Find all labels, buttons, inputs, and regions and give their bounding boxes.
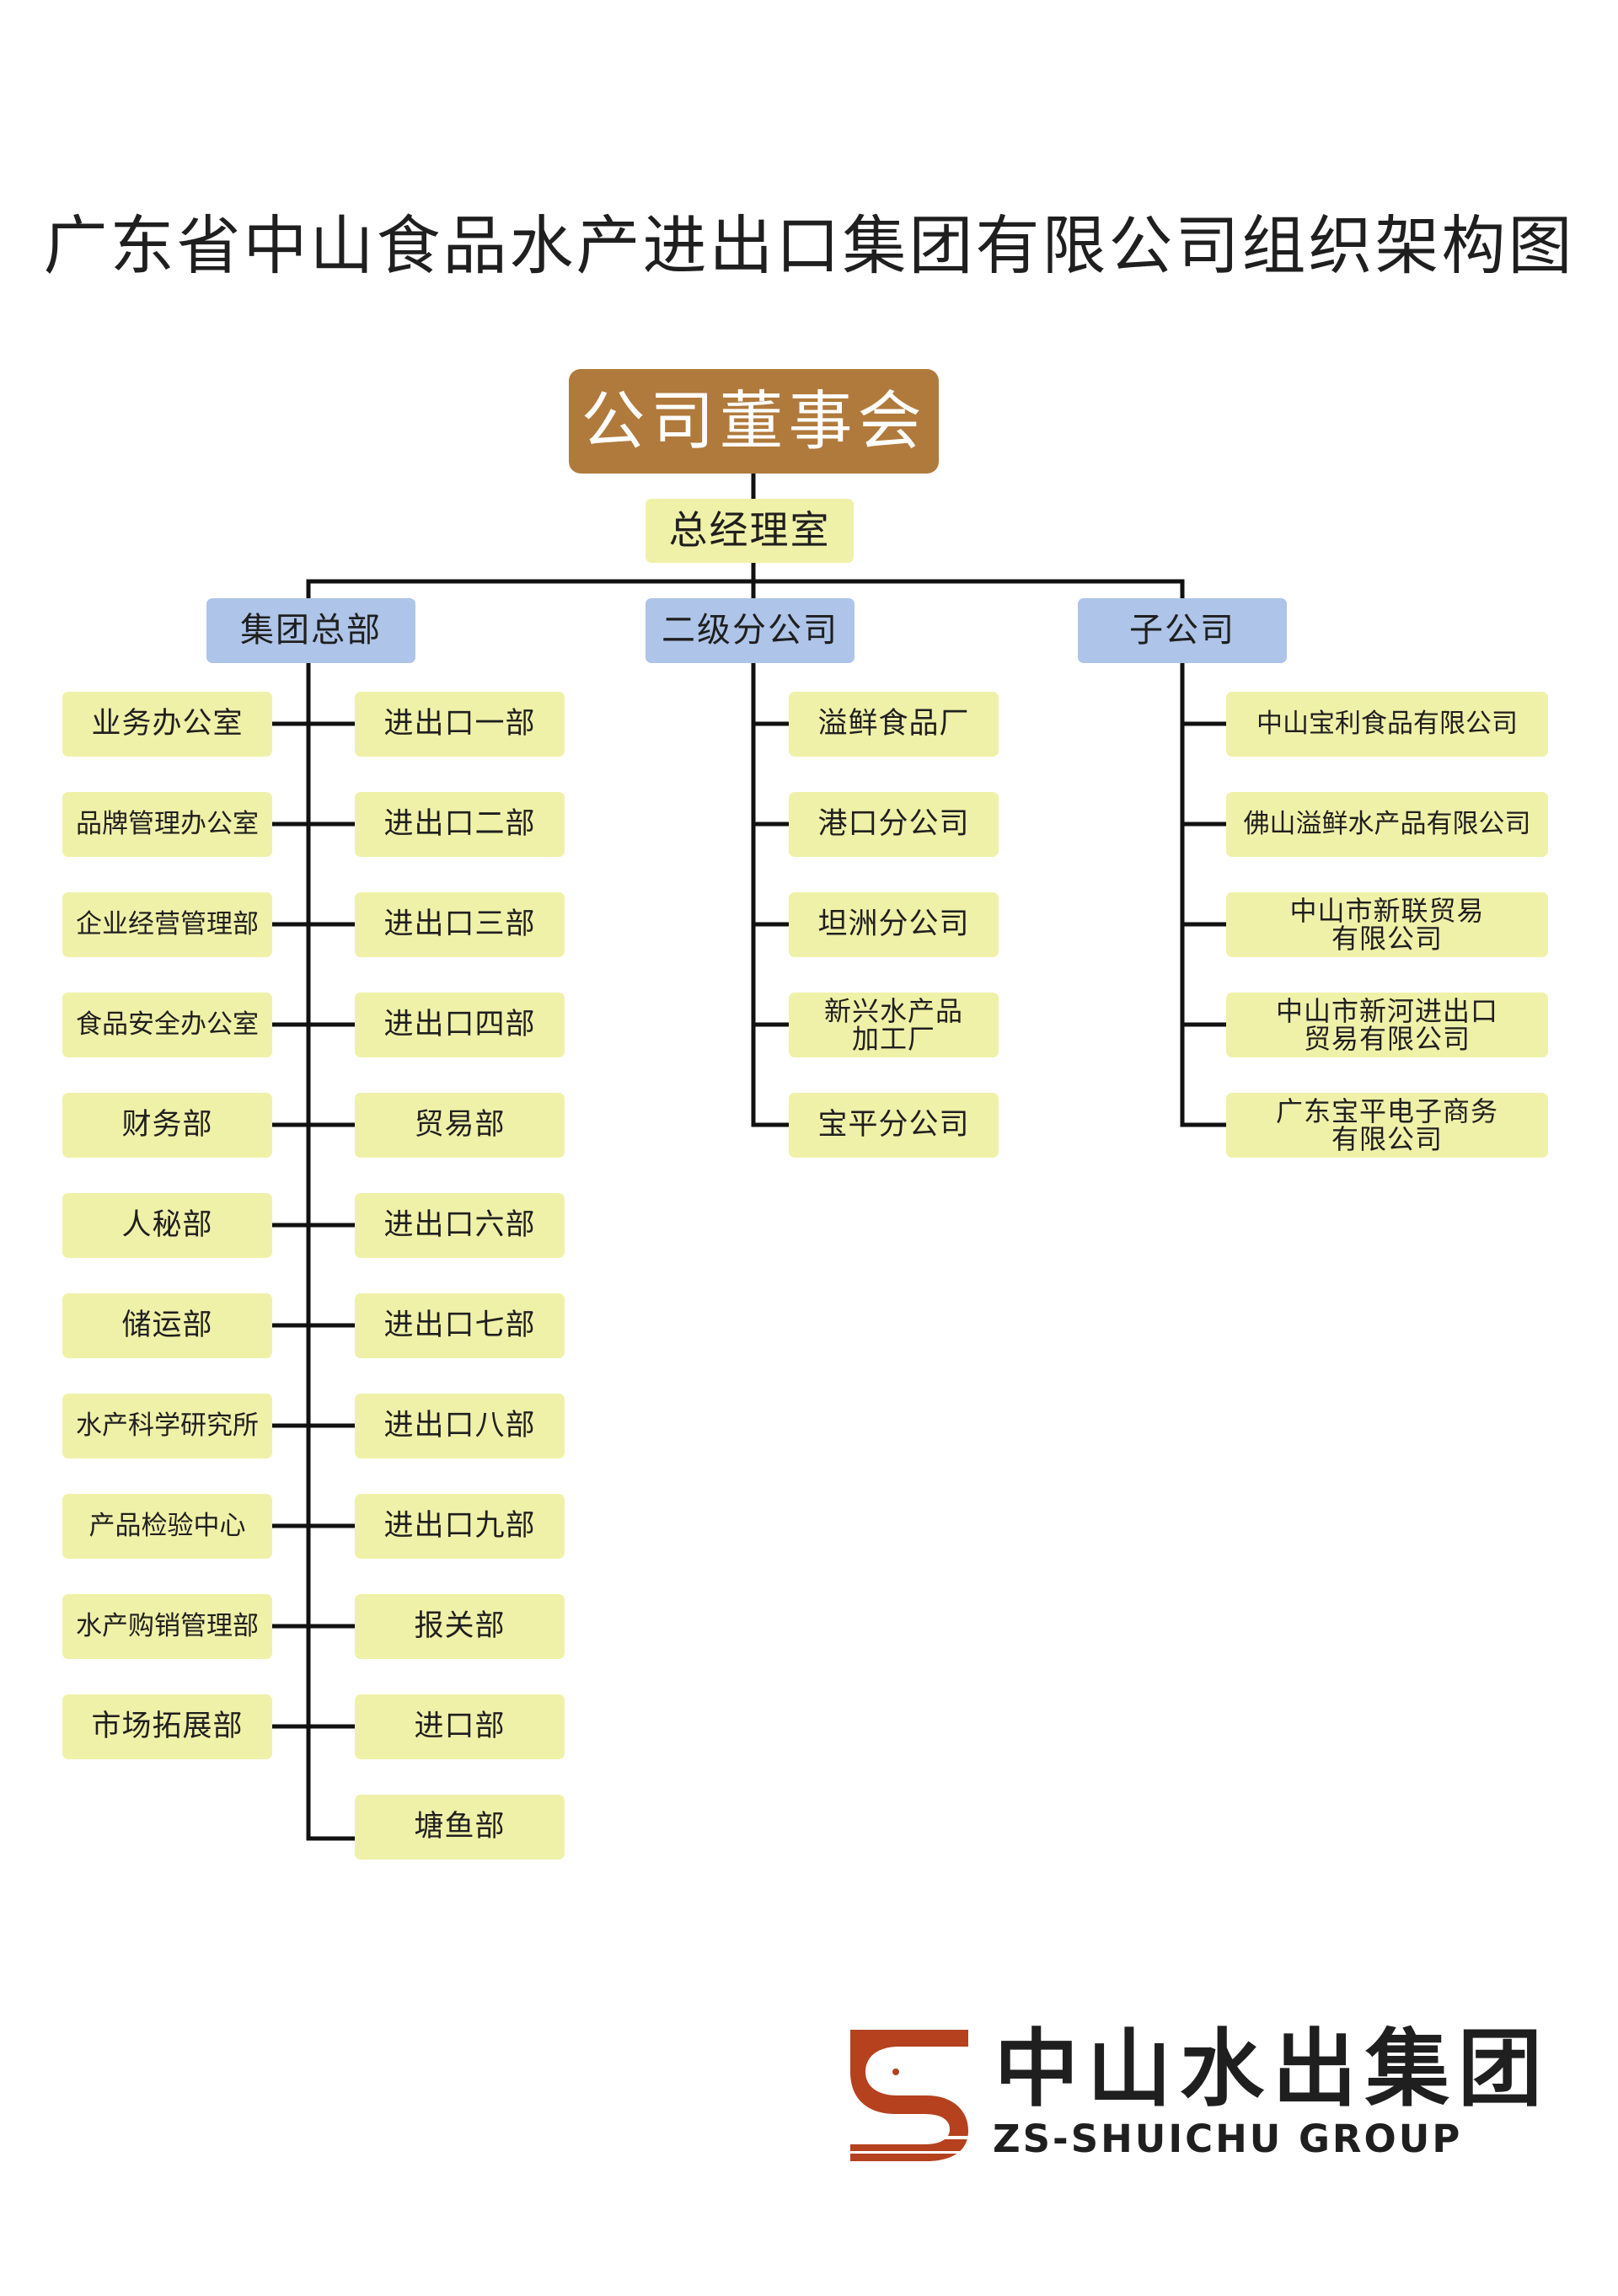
category-subsidiaries: 子公司 xyxy=(1078,598,1287,663)
branch-item: 坦洲分公司 xyxy=(789,892,999,957)
chart-title: 广东省中山食品水产进出口集团有限公司组织架构图 xyxy=(43,208,1575,283)
hq-left-item: 品牌管理办公室 xyxy=(62,792,272,857)
hq-left-item: 人秘部 xyxy=(62,1193,272,1258)
hq-right-item: 进出口八部 xyxy=(355,1394,565,1458)
hq-right-item: 进出口九部 xyxy=(355,1494,565,1559)
branch-item: 宝平分公司 xyxy=(789,1093,999,1158)
hq-right-item: 塘鱼部 xyxy=(355,1795,565,1860)
logo-chinese-name: 中山水出集团 xyxy=(994,2020,1551,2118)
hq-right-item: 进出口三部 xyxy=(355,892,565,957)
hq-right-item: 报关部 xyxy=(355,1594,565,1659)
hq-right-item: 进出口六部 xyxy=(355,1193,565,1258)
gm-office-node: 总经理室 xyxy=(646,499,854,563)
category-hq: 集团总部 xyxy=(206,598,415,663)
hq-left-item: 市场拓展部 xyxy=(62,1694,272,1759)
hq-right-item: 贸易部 xyxy=(355,1093,565,1158)
hq-left-item: 财务部 xyxy=(62,1093,272,1158)
subsidiary-item: 中山市新河进出口 贸易有限公司 xyxy=(1226,993,1548,1057)
hq-left-item: 储运部 xyxy=(62,1293,272,1358)
hq-right-item: 进出口四部 xyxy=(355,993,565,1057)
hq-right-item: 进出口一部 xyxy=(355,692,565,757)
category-branches: 二级分公司 xyxy=(646,598,855,663)
subsidiary-item: 中山市新联贸易 有限公司 xyxy=(1226,892,1548,957)
branch-item: 港口分公司 xyxy=(789,792,999,857)
subsidiary-item: 中山宝利食品有限公司 xyxy=(1226,692,1548,757)
subsidiary-item: 佛山溢鲜水产品有限公司 xyxy=(1226,792,1548,857)
company-logo-icon xyxy=(847,2026,973,2165)
board-node: 公司董事会 xyxy=(569,369,939,474)
logo-english-name: ZS-SHUICHU GROUP xyxy=(993,2117,1463,2161)
subsidiary-item: 广东宝平电子商务 有限公司 xyxy=(1226,1093,1548,1158)
hq-right-item: 进出口七部 xyxy=(355,1293,565,1358)
hq-left-item: 水产科学研究所 xyxy=(62,1394,272,1458)
hq-left-item: 水产购销管理部 xyxy=(62,1594,272,1659)
hq-right-item: 进出口二部 xyxy=(355,792,565,857)
hq-left-item: 业务办公室 xyxy=(62,692,272,757)
hq-left-item: 企业经营管理部 xyxy=(62,892,272,957)
branch-item: 溢鲜食品厂 xyxy=(789,692,999,757)
branch-item: 新兴水产品 加工厂 xyxy=(789,993,999,1057)
hq-right-item: 进口部 xyxy=(355,1694,565,1759)
hq-left-item: 产品检验中心 xyxy=(62,1494,272,1559)
hq-left-item: 食品安全办公室 xyxy=(62,993,272,1057)
